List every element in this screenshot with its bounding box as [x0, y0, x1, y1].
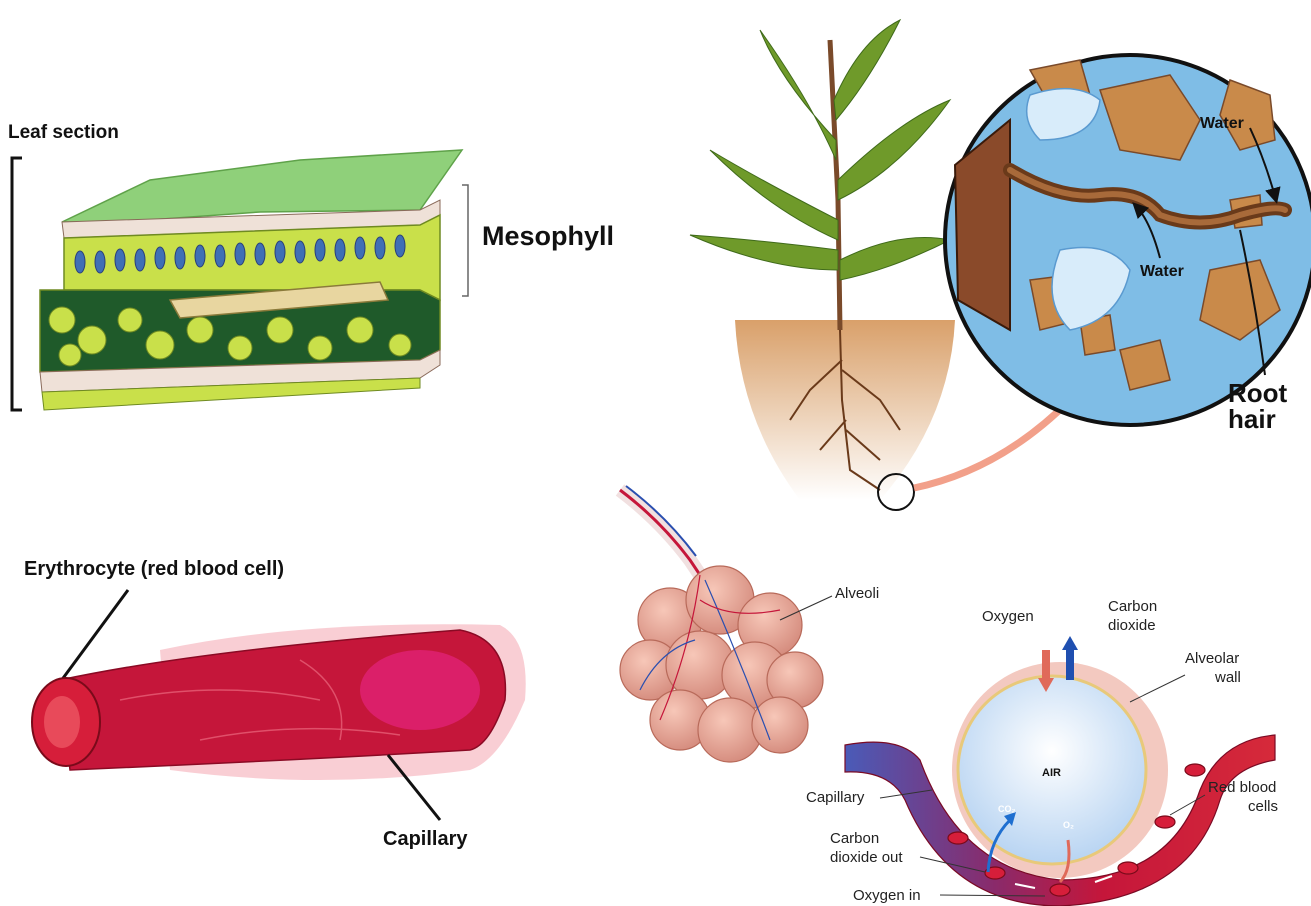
co2-out-label-line2: dioxide out [830, 849, 903, 866]
alveolar-wall-label: Alveolar wall [1185, 650, 1243, 686]
leaf-section-title: Leaf section [8, 122, 119, 143]
red-blood-cells-label-line1: Red blood [1208, 779, 1276, 796]
zoom-arrow [914, 400, 1070, 488]
alveolar-sacs [620, 566, 823, 762]
root-panel: Water Water Root hair [690, 20, 1311, 510]
mesophyll-bracket [462, 185, 468, 296]
bronchiole [620, 490, 700, 575]
oxygen-label: Oxygen [982, 608, 1034, 625]
mesophyll-label: Mesophyll [482, 221, 614, 251]
erythrocyte-label: Erythrocyte (red blood cell) [24, 558, 284, 580]
alveolar-wall-label-line1: Alveolar [1185, 650, 1239, 667]
air-label: AIR [1042, 767, 1061, 779]
leaf-bracket [12, 158, 22, 410]
alveolar-wall-label-line2: wall [1214, 669, 1241, 686]
water-label-top: Water [1200, 115, 1244, 132]
co2-out-label-line1: Carbon [830, 830, 879, 847]
carbon-dioxide-label-line2: dioxide [1108, 617, 1156, 634]
root-hair-label: Root hair [1228, 378, 1294, 434]
alveolar-wall-leader [1130, 675, 1185, 702]
water-label-bottom: Water [1140, 263, 1184, 280]
carbon-dioxide-label: Carbon dioxide [1108, 598, 1161, 634]
co2-out-label: Carbon dioxide out [830, 830, 903, 866]
magnified-soil-view [945, 55, 1311, 425]
plant-leaves [690, 20, 950, 280]
o2-symbol: O₂ [1063, 820, 1074, 830]
oxygen-in-label: Oxygen in [853, 887, 921, 904]
capillary-panel: Erythrocyte (red blood cell) Capillary [24, 558, 526, 850]
alveoli-cluster-panel: Alveoli [620, 486, 879, 762]
alveoli-label: Alveoli [835, 585, 879, 602]
endothelial-cell [360, 650, 480, 730]
red-blood-cells-label-line2: cells [1248, 798, 1278, 815]
root-hair-label-line2: hair [1228, 404, 1276, 434]
capillary-label: Capillary [383, 828, 468, 850]
capillary-label-right: Capillary [806, 789, 865, 806]
leaf-section-panel: Leaf section [8, 122, 614, 410]
soil-patch [735, 320, 955, 500]
co2-symbol: CO₂ [998, 804, 1016, 814]
carbon-dioxide-label-line1: Carbon [1108, 598, 1157, 615]
gas-exchange-panel: AIR Oxygen Carbon dioxide Alveolar wall [806, 598, 1281, 906]
